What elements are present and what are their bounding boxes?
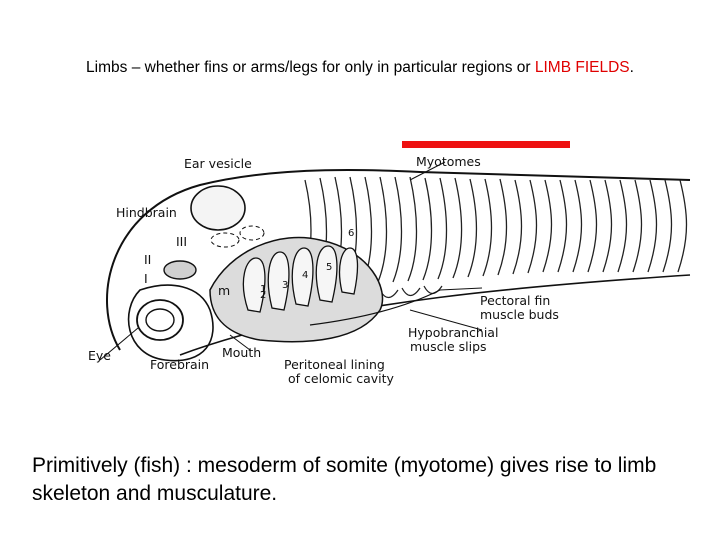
body-outline [106, 168, 691, 351]
label-pectoral-2: muscle buds [480, 307, 559, 322]
title-highlight: LIMB FIELDS [534, 59, 630, 76]
slide-title: Limbs – whether fins or arms/legs for on… [0, 58, 720, 78]
arch-number-2: 2 [260, 290, 266, 301]
label-numeral-1: I [144, 271, 148, 286]
label-peritoneal-1: Peritoneal lining [284, 357, 385, 372]
otic-dash-1 [210, 232, 240, 248]
label-hindbrain: Hindbrain [116, 205, 177, 220]
arch-number-1: 1 [260, 284, 266, 295]
ear-vesicle [190, 185, 246, 231]
forebrain-outline [127, 284, 214, 362]
peritoneal-lining [309, 289, 441, 326]
label-hypobranchial-2: muscle slips [410, 339, 487, 354]
leader-lines [99, 161, 483, 361]
pectoral-fin-buds [379, 285, 443, 299]
label-ear-vesicle: Ear vesicle [184, 156, 252, 171]
title-suffix: . [629, 59, 634, 76]
label-forebrain: Forebrain [150, 357, 209, 372]
arch-number-6: 6 [348, 228, 354, 239]
label-numeral-2: II [144, 252, 151, 267]
arch-number-4: 4 [302, 270, 308, 281]
embryo-diagram: Ear vesicle Myotomes Hindbrain III II I … [80, 140, 700, 400]
eye-outer [136, 299, 184, 341]
embryo-drawing: Ear vesicle Myotomes Hindbrain III II I … [88, 154, 691, 386]
label-eye: Eye [88, 348, 111, 363]
label-hypobranchial-1: Hypobranchial [408, 325, 498, 340]
label-numeral-3: III [176, 234, 187, 249]
label-mouth: Mouth [222, 345, 261, 360]
mouth-rudiment [163, 260, 197, 280]
label-myotomes: Myotomes [416, 154, 481, 169]
gill-arches [242, 245, 359, 313]
arch-number-5: 5 [326, 262, 332, 273]
label-peritoneal-2: of celomic cavity [288, 371, 395, 386]
title-text: Limbs – whether fins or arms/legs for on… [86, 59, 535, 76]
arch-number-3: 3 [282, 280, 288, 291]
otic-dash-2 [239, 225, 265, 241]
red-underline-bar [402, 141, 570, 148]
label-pectoral-1: Pectoral fin [480, 293, 550, 308]
label-mouth-m: m [218, 283, 230, 298]
eye-inner [145, 308, 175, 332]
slide-caption: Primitively (fish) : mesoderm of somite … [32, 454, 657, 505]
